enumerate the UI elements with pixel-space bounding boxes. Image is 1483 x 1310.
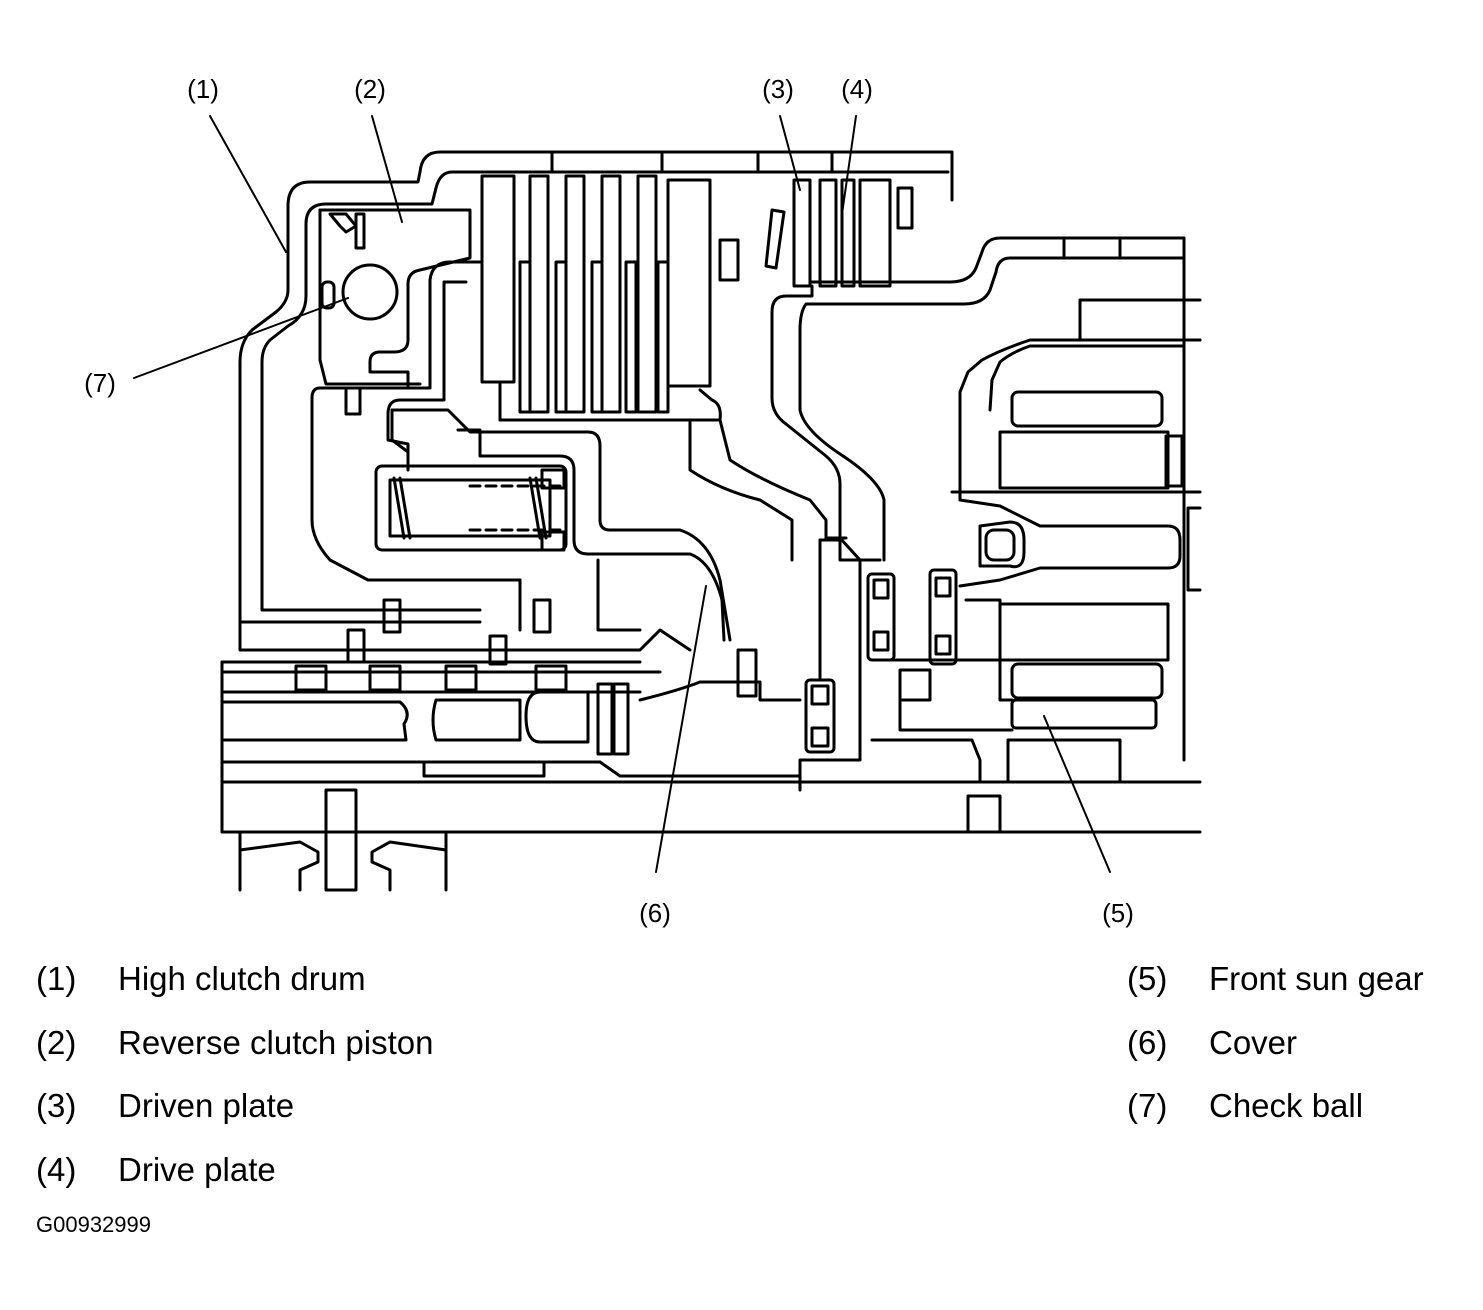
- callout-1: (1): [187, 74, 219, 104]
- legend-label: Check ball: [1209, 1087, 1364, 1124]
- figure-id: G00932999: [36, 1212, 151, 1237]
- thrust-bearings: [798, 538, 958, 792]
- front-sun-gear: [798, 236, 1202, 834]
- legend-number: (3): [36, 1087, 77, 1124]
- legend-number: (7): [1127, 1087, 1168, 1124]
- callout-7: (7): [84, 368, 116, 398]
- legend-label: Driven plate: [118, 1087, 295, 1124]
- leader-6: [655, 585, 707, 873]
- callout-5: (5): [1102, 898, 1134, 928]
- legend-label: Cover: [1209, 1024, 1298, 1061]
- callout-4: (4): [841, 74, 873, 104]
- legend-number: (4): [36, 1151, 77, 1188]
- legend-number: (1): [36, 960, 77, 997]
- callout-2: (2): [354, 74, 386, 104]
- callout-6: (6): [639, 898, 671, 928]
- legend-number: (6): [1127, 1024, 1168, 1061]
- cover: [390, 408, 848, 642]
- leader-7: [133, 297, 349, 379]
- legend-number: (2): [36, 1024, 77, 1061]
- leader-lines: [133, 115, 1111, 873]
- lower-spline-hub: [238, 788, 448, 892]
- leader-4: [841, 115, 857, 215]
- clutch-pack-right: [718, 178, 914, 562]
- high-clutch-drum: [238, 150, 954, 652]
- leader-3: [779, 115, 801, 191]
- leader-1: [209, 115, 287, 253]
- reverse-clutch-piston: [310, 208, 522, 582]
- hub-shaft: [220, 598, 1202, 834]
- legend-label: Reverse clutch piston: [118, 1024, 434, 1061]
- leader-5: [1043, 715, 1111, 873]
- leader-2: [371, 115, 403, 223]
- legend-label: High clutch drum: [118, 960, 366, 997]
- legend-label: Drive plate: [118, 1151, 276, 1188]
- return-spring: [374, 464, 568, 552]
- clutch-pack-left: [480, 174, 722, 422]
- check-ball: [320, 263, 399, 321]
- legend-label: Front sun gear: [1209, 960, 1424, 997]
- callout-3: (3): [762, 74, 794, 104]
- legend-number: (5): [1127, 960, 1168, 997]
